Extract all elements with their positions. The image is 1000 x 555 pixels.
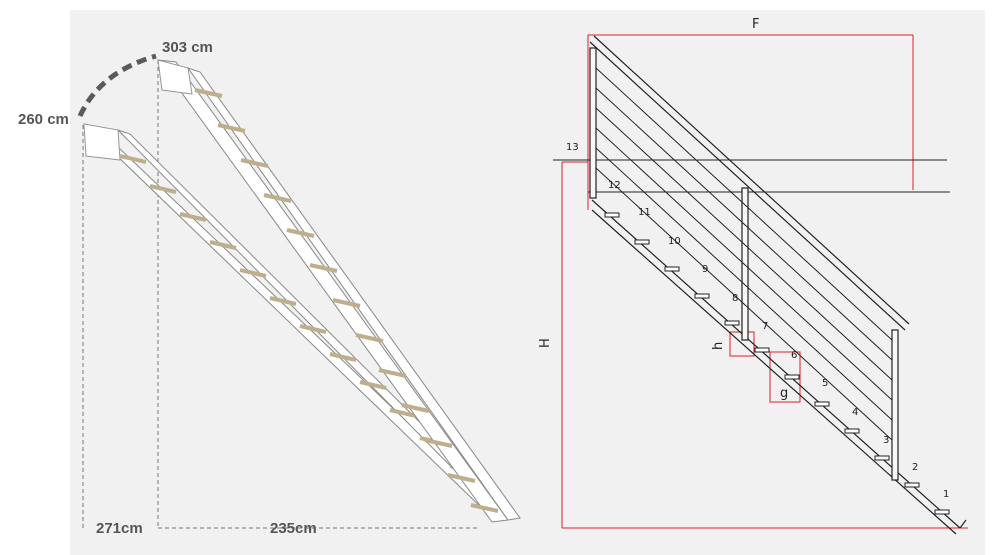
- treads: [604, 212, 950, 515]
- label-235: 235cm: [270, 520, 317, 537]
- label-g: g: [780, 386, 788, 401]
- label-h: h: [711, 342, 726, 350]
- step-number-6: 6: [791, 350, 797, 361]
- step-number-5: 5: [822, 378, 828, 389]
- step-number-2: 2: [912, 462, 918, 473]
- step-number-13: 13: [566, 142, 579, 153]
- step-number-11: 11: [638, 207, 651, 218]
- background-panel: [70, 10, 985, 555]
- label-260: 260 cm: [18, 111, 69, 128]
- dimension-lines: [561, 34, 968, 529]
- step-number-7: 7: [762, 321, 768, 332]
- step-number-8: 8: [732, 293, 738, 304]
- left-ladder-figure: 303 cm 260 cm 271cm 235cm: [18, 39, 521, 537]
- step-number-9: 9: [702, 264, 708, 275]
- label-271: 271cm: [96, 520, 143, 537]
- step-number-4: 4: [852, 407, 858, 418]
- rotation-arc: [77, 53, 157, 118]
- step-number-3: 3: [883, 435, 889, 446]
- label-H: H: [538, 338, 553, 348]
- ladder-extended: [156, 59, 521, 523]
- step-number-12: 12: [608, 180, 621, 191]
- label-F: F: [752, 17, 759, 32]
- handrail: [589, 35, 910, 331]
- label-303: 303 cm: [162, 39, 213, 56]
- step-number-1: 1: [943, 489, 949, 500]
- right-stair-figure: 1 2 3 4 5 6 7 8 9 10 11 12 13 F H h g: [538, 17, 968, 535]
- step-number-10: 10: [668, 236, 681, 247]
- posts: [589, 47, 899, 481]
- infill-rods: [595, 67, 893, 441]
